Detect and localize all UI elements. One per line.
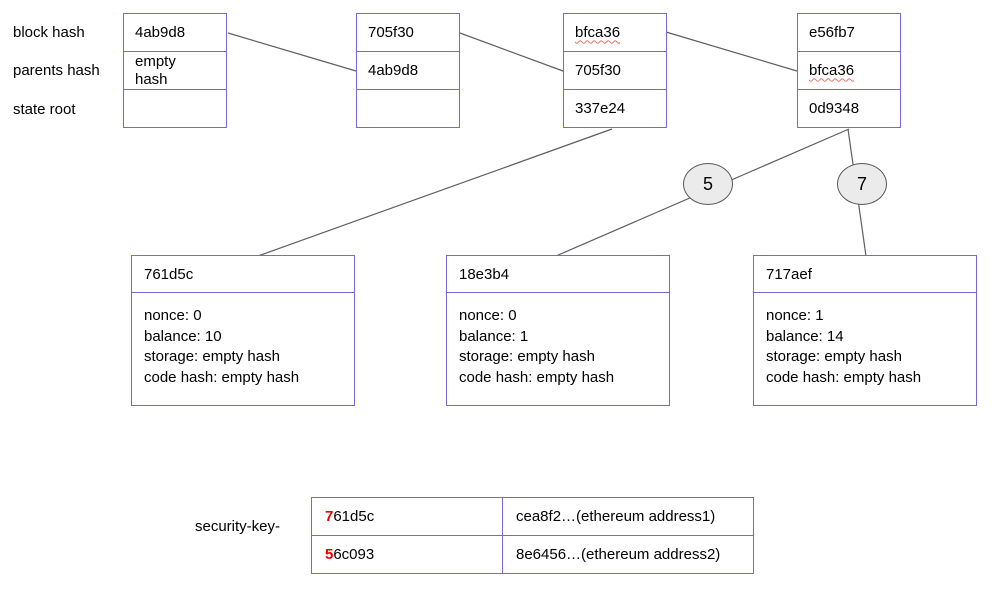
block-1-block-hash-value: 4ab9d8 bbox=[135, 23, 186, 41]
account-fields: nonce: 1 balance: 14 storage: empty hash… bbox=[754, 293, 976, 388]
block-1-parents-hash-value: empty hash bbox=[135, 52, 176, 88]
account-nonce: nonce: 0 bbox=[144, 307, 202, 324]
account-code-hash: code hash: empty hash bbox=[459, 368, 615, 386]
block-1-state-root bbox=[124, 90, 226, 127]
account-box-761d5c: 761d5c nonce: 0 balance: 10 storage: emp… bbox=[131, 255, 355, 406]
block-2-parents-hash-value: 4ab9d8 bbox=[368, 61, 419, 79]
block-2-block-hash-value: 705f30 bbox=[368, 23, 414, 41]
edge-label-5: 5 bbox=[683, 163, 733, 205]
account-storage: storage: empty hash bbox=[144, 348, 280, 365]
account-hash: 761d5c bbox=[132, 256, 354, 293]
security-value-cell-1: cea8f2…(ethereum address1) bbox=[503, 498, 753, 536]
account-hash: 18e3b4 bbox=[447, 256, 669, 293]
account-storage: storage: empty hash bbox=[459, 348, 595, 365]
key-rest: 6c093 bbox=[333, 546, 375, 563]
block-4-state-root-value: 0d9348 bbox=[809, 99, 860, 117]
account-box-18e3b4: 18e3b4 nonce: 0 balance: 1 storage: empt… bbox=[446, 255, 670, 406]
edge-stateroot3-account1 bbox=[257, 128, 613, 257]
account-hash: 717aef bbox=[754, 256, 976, 293]
account-box-717aef: 717aef nonce: 1 balance: 14 storage: emp… bbox=[753, 255, 977, 406]
account-balance: balance: 10 bbox=[144, 327, 222, 345]
block-4-parents-hash: bfca36 bbox=[798, 52, 900, 90]
block-2: 705f30 4ab9d8 bbox=[356, 13, 460, 128]
block-4-state-root: 0d9348 bbox=[798, 90, 900, 127]
block-4-block-hash: e56fb7 bbox=[798, 14, 900, 52]
security-value-cell-2: 8e6456…(ethereum address2) bbox=[503, 536, 753, 573]
ethereum-address: cea8f2…(ethereum address1) bbox=[516, 508, 716, 525]
security-key-label: security-key- bbox=[195, 518, 281, 535]
label-parents-hash: parents hash bbox=[13, 62, 100, 79]
edge-block2-block3 bbox=[459, 32, 564, 72]
block-4-parents-hash-value: bfca36 bbox=[809, 61, 855, 79]
label-state-root: state root bbox=[13, 101, 76, 118]
block-1-block-hash: 4ab9d8 bbox=[124, 14, 226, 52]
ethereum-address: 8e6456…(ethereum address2) bbox=[516, 546, 721, 563]
block-3-state-root-value: 337e24 bbox=[575, 99, 626, 117]
edge-label-7: 7 bbox=[837, 163, 887, 205]
key-red-digit: 5 bbox=[325, 546, 334, 563]
block-1: 4ab9d8 empty hash bbox=[123, 13, 227, 128]
block-3-block-hash-value: bfca36 bbox=[575, 23, 621, 41]
account-nonce: nonce: 0 bbox=[459, 307, 517, 324]
block-1-parents-hash: empty hash bbox=[124, 52, 226, 90]
block-3-state-root: 337e24 bbox=[564, 90, 666, 127]
account-code-hash: code hash: empty hash bbox=[766, 368, 922, 386]
block-4-block-hash-value: e56fb7 bbox=[809, 23, 855, 41]
edge-block1-block2 bbox=[227, 32, 357, 72]
edge-label-7-value: 7 bbox=[856, 173, 867, 194]
block-4: e56fb7 bfca36 0d9348 bbox=[797, 13, 901, 128]
edge-block3-block4 bbox=[665, 31, 798, 72]
edge-label-5-value: 5 bbox=[702, 173, 713, 194]
account-code-hash: code hash: empty hash bbox=[144, 368, 300, 386]
block-3-parents-hash-value: 705f30 bbox=[575, 61, 621, 79]
block-3-block-hash: bfca36 bbox=[564, 14, 666, 52]
account-storage: storage: empty hash bbox=[766, 348, 902, 365]
account-balance: balance: 1 bbox=[459, 327, 529, 345]
block-3: bfca36 705f30 337e24 bbox=[563, 13, 667, 128]
account-fields: nonce: 0 balance: 10 storage: empty hash… bbox=[132, 293, 354, 388]
account-balance: balance: 14 bbox=[766, 327, 844, 345]
key-red-digit: 7 bbox=[325, 508, 334, 525]
account-fields: nonce: 0 balance: 1 storage: empty hash … bbox=[447, 293, 669, 388]
block-2-state-root bbox=[357, 90, 459, 127]
block-3-parents-hash: 705f30 bbox=[564, 52, 666, 90]
key-rest: 61d5c bbox=[333, 508, 375, 525]
account-nonce: nonce: 1 bbox=[766, 307, 824, 324]
block-2-parents-hash: 4ab9d8 bbox=[357, 52, 459, 90]
block-2-block-hash: 705f30 bbox=[357, 14, 459, 52]
label-block-hash: block hash bbox=[13, 24, 85, 41]
